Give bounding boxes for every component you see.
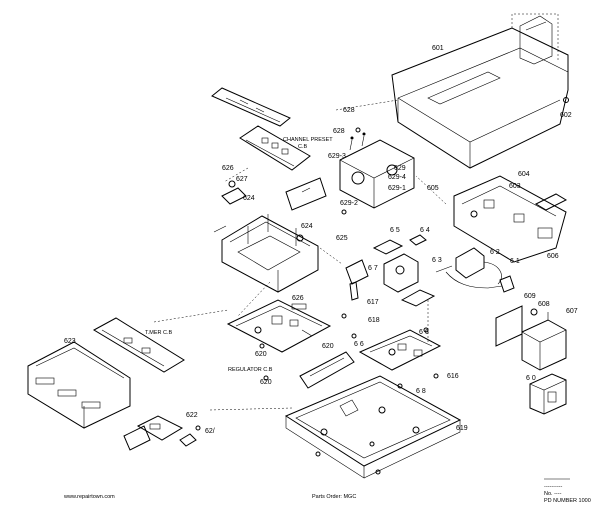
callout-c617: 617: [367, 299, 379, 306]
callout-c601: 601: [432, 45, 444, 52]
bracket-624: [221, 177, 327, 211]
bottom-base-619: [284, 375, 462, 479]
callout-c616: 616: [447, 373, 459, 380]
callout-c624b: 624: [301, 223, 313, 230]
power-cord-61: [435, 247, 515, 293]
front-panel-623: [27, 341, 131, 429]
callout-c620: 620: [255, 351, 267, 358]
screws: [341, 127, 439, 389]
board-616: [358, 329, 442, 371]
callout-c61: 6 1: [510, 258, 520, 265]
footer-right-line-1: ----------: [544, 484, 562, 490]
callout-c6294: 629-4: [388, 174, 406, 181]
callout-c602: 602: [560, 112, 572, 119]
callout-c622: 622: [186, 412, 198, 419]
callout-c68: 6 8: [416, 388, 426, 395]
callout-c66: 6 6: [419, 329, 429, 336]
callout-c67: 6 7: [368, 265, 378, 272]
channel-preset-board: [239, 125, 311, 171]
callout-c605: 605: [427, 185, 439, 192]
callout-labels: 601 602 628 628 629 629-3 629-4 629-1 605 629-2 62…: [64, 45, 578, 435]
alignment-lines: [153, 99, 447, 411]
callout-c62: 6 2: [490, 249, 500, 256]
small-parts-622: [123, 415, 201, 451]
callout-c629: 629: [394, 165, 406, 172]
callout-c625: 625: [336, 235, 348, 242]
main-chassis: [213, 214, 319, 293]
callout-c64: 6 4: [420, 227, 430, 234]
footer-left: www.repairtown.com: [63, 494, 115, 500]
timer-board: [92, 317, 185, 373]
callout-c626b: 626: [292, 295, 304, 302]
callout-c628b: 628: [333, 128, 345, 135]
caption-channel-preset: CHANNEL PRESET: [283, 137, 333, 143]
caption-regulator-cb: REGULATOR C.B: [228, 367, 273, 373]
callout-c6293: 629-3: [328, 153, 346, 160]
callout-c604: 604: [518, 171, 530, 178]
callout-c626: 626: [222, 165, 234, 172]
callout-c603: 603: [509, 183, 521, 190]
caption-timer-cb: T.MER C.B: [145, 330, 173, 336]
callout-c624: 624: [243, 195, 255, 202]
caption-channel-preset-cb: C.B: [298, 144, 308, 150]
callout-c6291: 629-1: [388, 185, 406, 192]
rear-panel-606: [453, 175, 568, 263]
footer-right-line-2: No. ----: [544, 491, 562, 497]
callout-c620b: 620: [322, 343, 334, 350]
footer-right-line-3: PD NUMBER 1000: [544, 498, 591, 504]
callout-c63: 6 3: [432, 257, 442, 264]
callout-c6292: 629-2: [340, 200, 358, 207]
block-610: [529, 373, 567, 415]
cabinet-cover-601: [391, 13, 569, 169]
callout-c66b: 6 6: [354, 341, 364, 348]
callout-c606: 606: [547, 253, 559, 260]
cluster-63-65: [345, 234, 436, 307]
callout-c627: 627: [236, 176, 248, 183]
callout-c628: 628: [343, 107, 355, 114]
callout-c620c: 620: [260, 379, 272, 386]
footer-center: Parts Order: MGC: [312, 494, 356, 500]
callout-c621: 62/: [205, 428, 215, 435]
callout-c619: 619: [456, 425, 468, 432]
front-trim-strip: [211, 87, 291, 127]
callout-c618: 618: [368, 317, 380, 324]
callout-c623: 623: [64, 338, 76, 345]
transformer-607: [495, 305, 567, 371]
callout-c65: 6 5: [390, 227, 400, 234]
callout-c607: 607: [566, 308, 578, 315]
callout-c610: 6 0: [526, 375, 536, 382]
board-620: [259, 343, 355, 389]
regulator-board: [226, 299, 332, 353]
tuner-unit-629: [339, 132, 415, 209]
callout-c609: 609: [524, 293, 536, 300]
callout-c608: 608: [538, 301, 550, 308]
